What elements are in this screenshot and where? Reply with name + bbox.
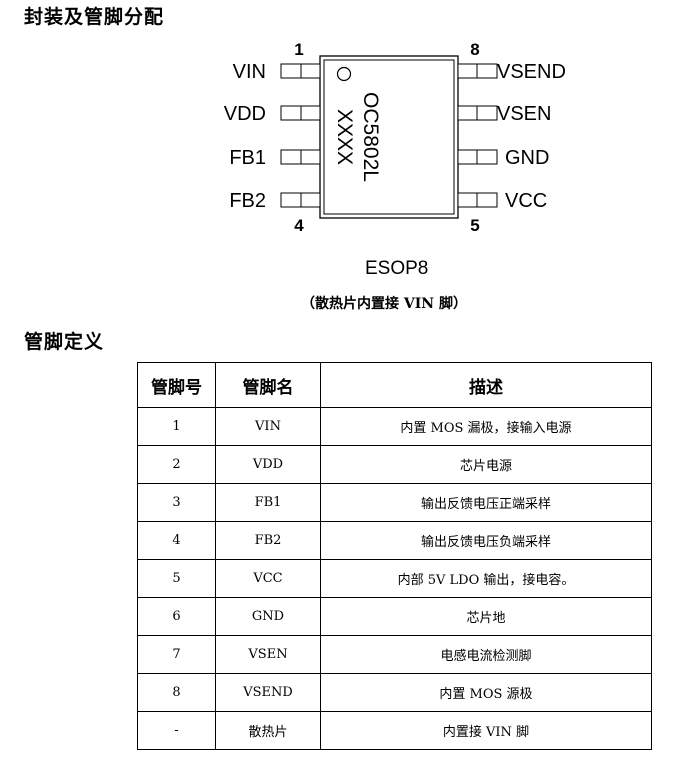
pin-description-cell: 内部 5V LDO 输出，接电容。: [320, 559, 652, 598]
chip-body: [319, 55, 459, 219]
pin-number-cell: 3: [137, 483, 216, 522]
package-note: （散热片内置接 VIN 脚）: [301, 296, 467, 312]
header-pin-number: 管脚号: [137, 362, 216, 408]
pin-name-cell: VCC: [215, 559, 321, 598]
chip-marking: XXXX: [333, 109, 356, 165]
pin-number-cell: 2: [137, 445, 216, 484]
pin-name-cell: 散热片: [215, 711, 321, 750]
pin-label-vin: VIN: [233, 61, 266, 83]
pin-label-vsen: VSEN: [497, 103, 551, 125]
pin-number-cell: 1: [137, 407, 216, 446]
pin-description-cell: 内置 MOS 源极: [320, 673, 652, 712]
pin-label-vsend: VSEND: [497, 61, 566, 83]
pin-description-cell: 内置 MOS 漏极，接输入电源: [320, 407, 652, 446]
pin-number-5: 5: [470, 216, 479, 235]
pin-name-cell: VSEN: [215, 635, 321, 674]
pin-label-gnd: GND: [505, 147, 549, 169]
table-row: 4 FB2 输出反馈电压负端采样: [137, 521, 652, 560]
pin-name-cell: FB2: [215, 521, 321, 560]
package-name: ESOP8: [365, 258, 429, 279]
pin-number-cell: 4: [137, 521, 216, 560]
pin-number-cell: 8: [137, 673, 216, 712]
table-row: 1 VIN 内置 MOS 漏极，接输入电源: [137, 407, 652, 446]
table-row: 7 VSEN 电感电流检测脚: [137, 635, 652, 674]
pin-definition-table: 管脚号 管脚名 描述 1 VIN 内置 MOS 漏极，接输入电源 2 VDD 芯…: [137, 362, 652, 750]
pin-description-cell: 电感电流检测脚: [320, 635, 652, 674]
pin-description-cell: 芯片电源: [320, 445, 652, 484]
pin-name-cell: GND: [215, 597, 321, 636]
pin-label-fb1: FB1: [229, 147, 266, 169]
pin-description-cell: 内置接 VIN 脚: [320, 711, 652, 750]
pin-description-cell: 输出反馈电压负端采样: [320, 521, 652, 560]
table-row: 6 GND 芯片地: [137, 597, 652, 636]
table-row: 8 VSEND 内置 MOS 源极: [137, 673, 652, 712]
pin-definition-heading: 管脚定义: [24, 331, 105, 353]
table-row: - 散热片 内置接 VIN 脚: [137, 711, 652, 750]
pin-number-8: 8: [470, 40, 479, 59]
pin-number-cell: 5: [137, 559, 216, 598]
pin-name-cell: VDD: [215, 445, 321, 484]
package-heading: 封装及管脚分配: [24, 6, 165, 28]
pin-label-vdd: VDD: [224, 103, 266, 125]
pin-number-1: 1: [294, 40, 303, 59]
pin-name-cell: VSEND: [215, 673, 321, 712]
pin-name-cell: VIN: [215, 407, 321, 446]
chip-body-inner: [323, 59, 455, 215]
pin-number-cell: 7: [137, 635, 216, 674]
chip-diagram: 1 8 4 5 VIN VDD FB1 FB2 VSEND VSEN GND V…: [224, 40, 566, 235]
pin-label-fb2: FB2: [229, 190, 266, 212]
table-row: 3 FB1 输出反馈电压正端采样: [137, 483, 652, 522]
header-pin-name: 管脚名: [215, 362, 321, 408]
header-description: 描述: [320, 362, 652, 408]
pin-label-vcc: VCC: [505, 190, 547, 212]
pin-number-cell: -: [137, 711, 216, 750]
table-row: 2 VDD 芯片电源: [137, 445, 652, 484]
pin-number-4: 4: [294, 216, 304, 235]
chip-part-number: OC5802L: [359, 92, 382, 182]
pin1-marker: [336, 66, 352, 82]
pin-description-cell: 输出反馈电压正端采样: [320, 483, 652, 522]
pin-description-cell: 芯片地: [320, 597, 652, 636]
pin-name-cell: FB1: [215, 483, 321, 522]
table-row: 5 VCC 内部 5V LDO 输出，接电容。: [137, 559, 652, 598]
table-header-row: 管脚号 管脚名 描述: [137, 362, 652, 408]
pin-number-cell: 6: [137, 597, 216, 636]
